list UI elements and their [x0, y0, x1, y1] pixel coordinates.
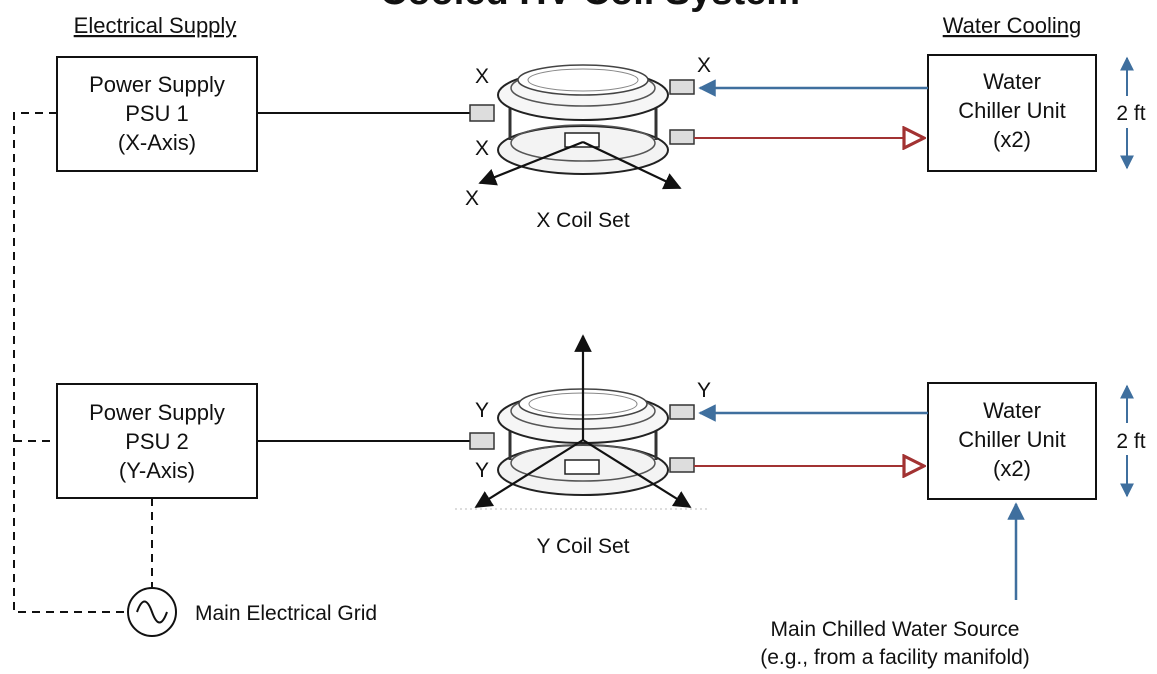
chiller2-line1: Water	[983, 398, 1041, 423]
chiller2-box: Water Chiller Unit (x2)	[927, 382, 1097, 500]
psu1-box: Power Supply PSU 1 (X-Axis)	[56, 56, 258, 172]
x-coil-set-label: X Coil Set	[536, 209, 630, 232]
water-source-line1: Main Chilled Water Source	[771, 618, 1020, 641]
x-coil-water-inlet	[669, 79, 695, 95]
grid-wiring	[13, 112, 153, 613]
chiller2-height-label: 2 ft	[1116, 430, 1145, 453]
x-coil-set	[469, 64, 695, 190]
x-coil-water-outlet	[669, 129, 695, 145]
water-cooling-header: Water Cooling	[943, 13, 1082, 38]
y-coil-water-inlet	[669, 404, 695, 420]
y-coil-set	[455, 334, 710, 510]
chiller1-line1: Water	[983, 69, 1041, 94]
x-axis-label-top-right: X	[697, 54, 711, 77]
y-coil-set-label: Y Coil Set	[537, 535, 630, 558]
psu2-line3: (Y-Axis)	[119, 458, 195, 483]
psu1-line1: Power Supply	[89, 72, 225, 97]
diagram-title: Cooled HV Coil System	[380, 0, 800, 13]
psu1-line2: PSU 1	[125, 101, 189, 126]
chiller1-line3: (x2)	[993, 127, 1031, 152]
y-coil-power-connector	[469, 432, 495, 450]
psu2-box: Power Supply PSU 2 (Y-Axis)	[56, 383, 258, 499]
x-coil-power-connector	[469, 104, 495, 122]
electrical-supply-header: Electrical Supply	[74, 13, 237, 38]
chiller2-line2: Chiller Unit	[958, 427, 1066, 452]
psu2-line1: Power Supply	[89, 400, 225, 425]
psu1-line3: (X-Axis)	[118, 130, 196, 155]
chiller2-line3: (x2)	[993, 456, 1031, 481]
y-coil-water-outlet	[669, 457, 695, 473]
y-axis-label-top-right: Y	[697, 379, 711, 402]
y-axis-label-top-left: Y	[475, 399, 489, 422]
chiller1-line2: Chiller Unit	[958, 98, 1066, 123]
main-grid-label: Main Electrical Grid	[195, 602, 377, 625]
chiller1-height-label: 2 ft	[1116, 102, 1145, 125]
x-axis-label-mid-left: X	[475, 137, 489, 160]
chiller2-height-indicator: 2 ft	[1116, 384, 1146, 498]
ac-source-icon	[127, 587, 177, 637]
water-source-line2: (e.g., from a facility manifold)	[760, 646, 1030, 669]
chiller1-box: Water Chiller Unit (x2)	[927, 54, 1097, 172]
chiller1-height-indicator: 2 ft	[1116, 56, 1146, 170]
x-axis-label-top-left: X	[475, 65, 489, 88]
psu2-line2: PSU 2	[125, 429, 189, 454]
y-axis-label-mid-left: Y	[475, 459, 489, 482]
x-axis-label-bottom-left: X	[465, 187, 479, 210]
